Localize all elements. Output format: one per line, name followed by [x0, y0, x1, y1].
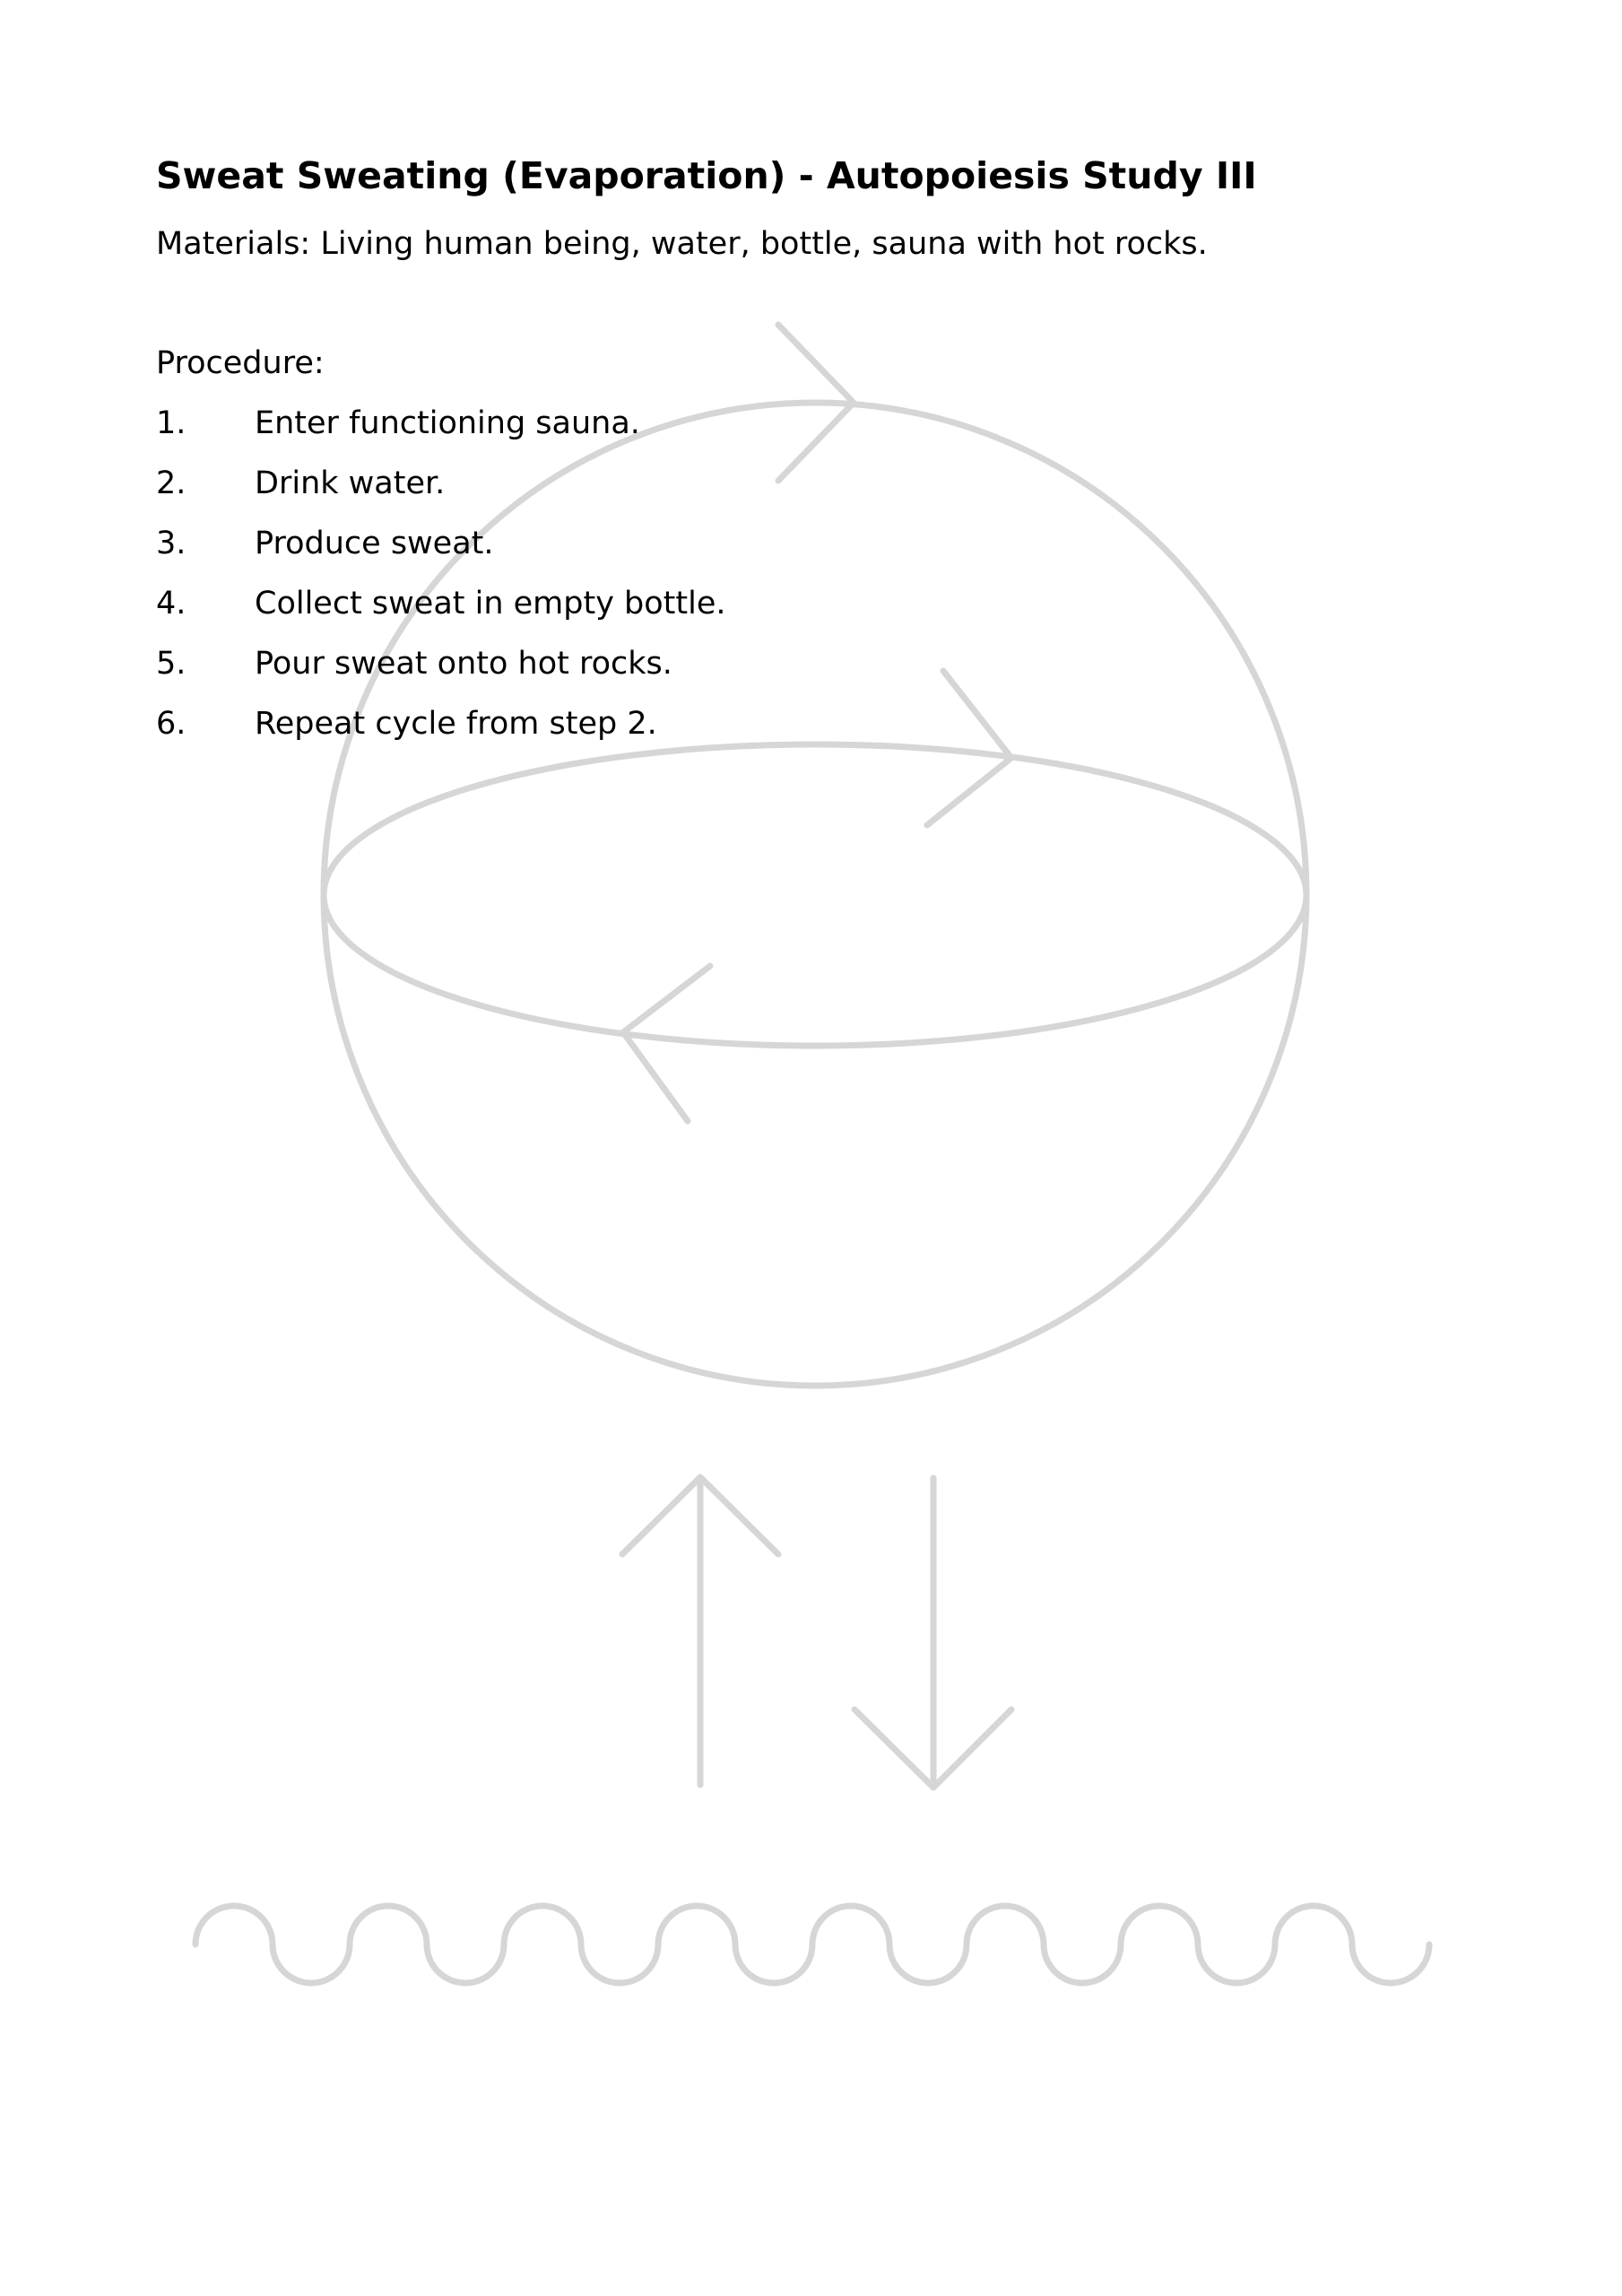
step-text: Collect sweat in empty bottle.: [255, 586, 726, 622]
step-text: Pour sweat onto hot rocks.: [255, 646, 672, 682]
step-number: 4.: [156, 586, 186, 622]
step-text: Enter functioning sauna.: [255, 405, 640, 441]
materials-line: Materials: Living human being, water, bo…: [156, 226, 1208, 262]
procedure-step: 1. Enter functioning sauna.: [156, 405, 726, 465]
step-number: 3.: [156, 526, 186, 561]
step-text: Drink water.: [255, 465, 446, 501]
page-title: Sweat Sweating (Evaporation) - Autopoies…: [156, 154, 1257, 197]
ellipse-right-arrowhead-icon: [924, 667, 1015, 829]
step-number: 1.: [156, 405, 186, 441]
down-arrow-icon: [851, 1474, 1015, 1791]
procedure-step: 5. Pour sweat onto hot rocks.: [156, 646, 726, 706]
procedure-step: 2. Drink water.: [156, 465, 726, 526]
step-number: 5.: [156, 646, 186, 682]
step-number: 6.: [156, 706, 186, 742]
procedure-heading: Procedure:: [156, 345, 325, 381]
step-text: Produce sweat.: [255, 526, 494, 561]
procedure-step: 3. Produce sweat.: [156, 526, 726, 586]
procedure-step: 6. Repeat cycle from step 2.: [156, 706, 726, 766]
step-number: 2.: [156, 465, 186, 501]
procedure-list: 1. Enter functioning sauna. 2. Drink water…: [156, 405, 726, 766]
equator-ellipse: [320, 741, 1310, 1049]
procedure-step: 4. Collect sweat in empty bottle.: [156, 586, 726, 646]
up-arrow-icon: [619, 1474, 782, 1788]
ellipse-left-arrowhead-icon: [620, 962, 714, 1125]
step-text: Repeat cycle from step 2.: [255, 706, 657, 742]
water-wave-icon: [192, 1902, 1433, 1987]
top-arrowhead-icon: [775, 321, 857, 484]
